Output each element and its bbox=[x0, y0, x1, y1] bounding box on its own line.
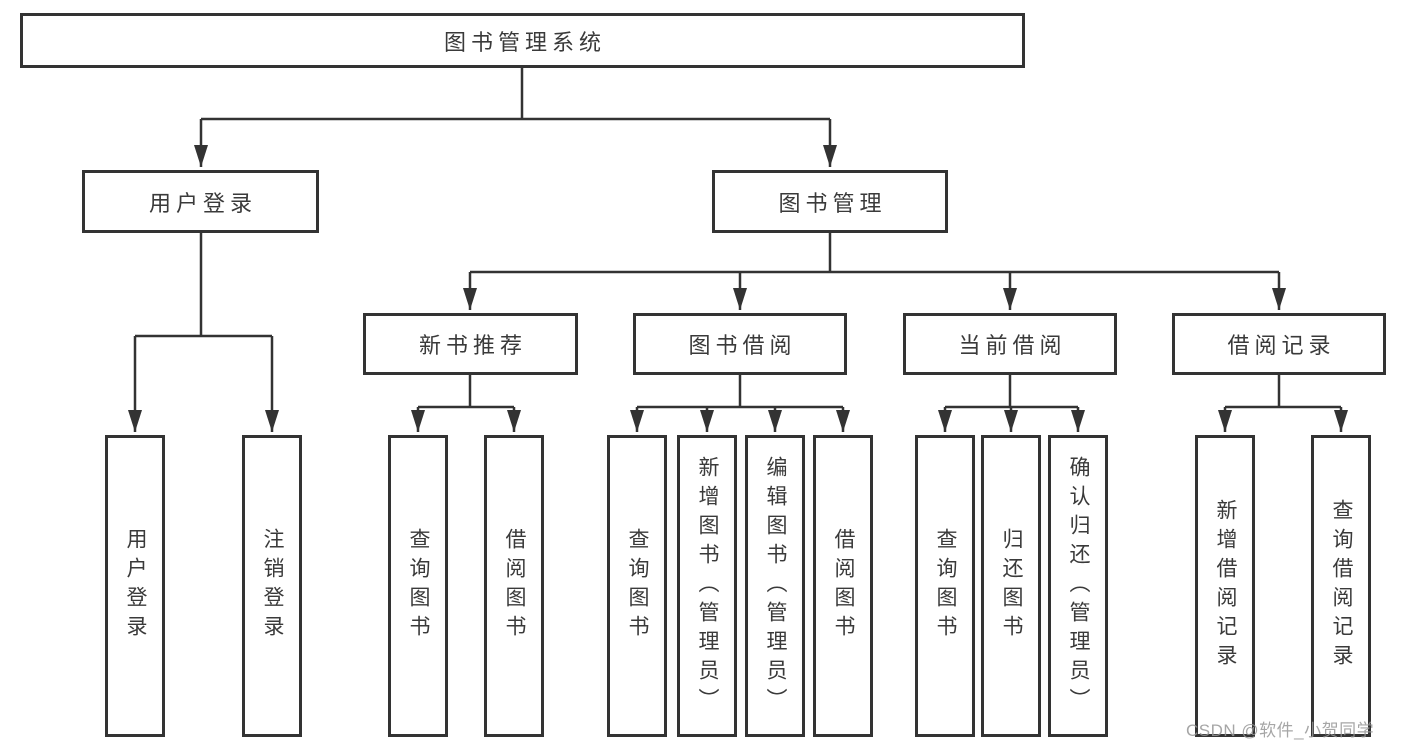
node-borrowing-records: 借阅记录 bbox=[1172, 313, 1386, 375]
node-book-management: 图书管理 bbox=[712, 170, 948, 233]
leaf-borrowing-edit-books-admin: 编辑图书（管理员） bbox=[745, 435, 805, 737]
leaf-logout: 注销登录 bbox=[242, 435, 302, 737]
csdn-watermark: CSDN @软件_小贺同学 bbox=[1186, 721, 1375, 740]
leaf-current-query-books: 查询图书 bbox=[915, 435, 975, 737]
leaf-borrowing-add-books-admin: 新增图书（管理员） bbox=[677, 435, 737, 737]
leaf-user-login: 用户登录 bbox=[105, 435, 165, 737]
leaf-newbooks-borrow-books: 借阅图书 bbox=[484, 435, 544, 737]
leaf-newbooks-query-books: 查询图书 bbox=[388, 435, 448, 737]
node-book-borrowing: 图书借阅 bbox=[633, 313, 847, 375]
node-user-login: 用户登录 bbox=[82, 170, 319, 233]
leaf-borrowing-borrow-books: 借阅图书 bbox=[813, 435, 873, 737]
leaf-records-add-record: 新增借阅记录 bbox=[1195, 435, 1255, 737]
leaf-borrowing-query-books: 查询图书 bbox=[607, 435, 667, 737]
node-library-management-system: 图书管理系统 bbox=[20, 13, 1025, 68]
node-new-book-recommendation: 新书推荐 bbox=[363, 313, 578, 375]
node-current-borrowing: 当前借阅 bbox=[903, 313, 1117, 375]
leaf-current-return-books: 归还图书 bbox=[981, 435, 1041, 737]
leaf-current-confirm-return-admin: 确认归还（管理员） bbox=[1048, 435, 1108, 737]
leaf-records-query-record: 查询借阅记录 bbox=[1311, 435, 1371, 737]
